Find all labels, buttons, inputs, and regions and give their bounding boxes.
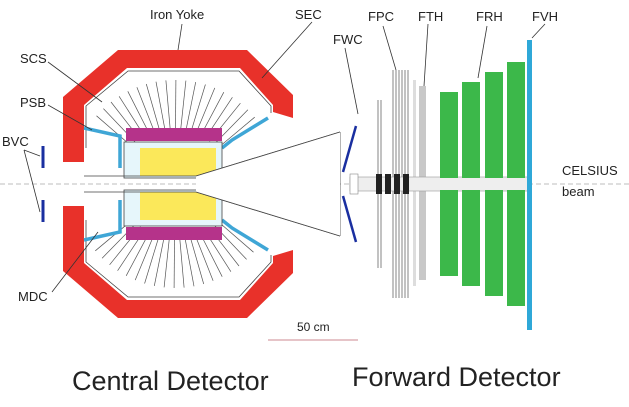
sec-crystal <box>166 80 170 129</box>
label-celsius: CELSIUS <box>562 164 618 178</box>
label-scs: SCS <box>20 52 47 66</box>
frh-plane-2 <box>462 82 480 178</box>
solenoid-top <box>126 128 222 141</box>
label-mdc: MDC <box>18 290 48 304</box>
frh-plane-3b <box>485 190 503 296</box>
mdc-core-top <box>140 148 216 176</box>
title-central-detector: Central Detector <box>72 366 269 396</box>
sec-crystal <box>191 85 205 132</box>
sec-crystal <box>164 239 169 288</box>
frh-plane-2b <box>462 190 480 286</box>
frh-plane-3 <box>485 72 503 178</box>
fwc-bottom <box>343 196 356 242</box>
sec-crystal <box>195 235 213 281</box>
sec-crystal <box>137 87 155 133</box>
frh-plane-1 <box>440 92 458 178</box>
frh-plane-4 <box>507 62 525 178</box>
sec-crystal <box>186 82 196 130</box>
sec-crystal <box>145 237 159 284</box>
label-iron-yoke: Iron Yoke <box>150 8 204 22</box>
label-bvc: BVC <box>2 135 29 149</box>
label-sec: SEC <box>295 8 322 22</box>
frh-plane-1b <box>440 190 458 276</box>
label-fwc: FWC <box>333 33 363 47</box>
title-forward-detector: Forward Detector <box>352 362 561 392</box>
beam-flange <box>350 174 358 194</box>
label-fvh: FVH <box>532 10 558 24</box>
sec-crystal <box>181 81 186 130</box>
label-fth: FTH <box>418 10 443 24</box>
mdc-core-bottom <box>140 192 216 220</box>
sec-crystal <box>154 238 164 286</box>
label-beam: beam <box>562 185 595 199</box>
sec-crystal <box>180 239 184 288</box>
label-scale: 50 cm <box>297 320 330 334</box>
label-psb: PSB <box>20 96 46 110</box>
fwc-top <box>343 126 356 172</box>
frh-plane-4b <box>507 190 525 306</box>
label-frh: FRH <box>476 10 503 24</box>
label-fpc: FPC <box>368 10 394 24</box>
fvh-plane <box>527 40 532 330</box>
solenoid-bottom <box>126 227 222 240</box>
